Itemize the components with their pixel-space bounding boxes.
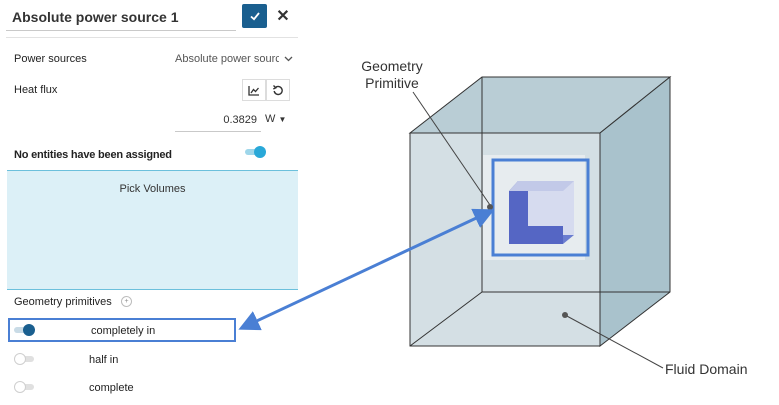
fluid-domain-annotation: Fluid Domain: [665, 361, 748, 377]
power-sources-select[interactable]: Absolute power source: [175, 50, 293, 68]
option-toggle-off[interactable]: [14, 381, 36, 393]
chart-button[interactable]: [242, 79, 266, 101]
heat-flux-label: Heat flux: [14, 84, 58, 96]
power-sources-value: Absolute power source: [175, 53, 279, 65]
geometry-primitive-annotation: Geometry Primitive: [361, 58, 423, 91]
pick-volumes-label: Pick Volumes: [119, 183, 186, 195]
assignment-toggle[interactable]: [245, 146, 267, 158]
chevron-down-icon: [284, 56, 293, 62]
settings-panel: ✕ Power sources Absolute power source He…: [0, 0, 305, 405]
toggle-knob: [254, 146, 266, 158]
leader-dot: [487, 204, 493, 210]
option-label: completely in: [91, 325, 156, 337]
power-sources-label: Power sources: [14, 53, 87, 65]
option-completely-in[interactable]: completely in: [8, 318, 236, 342]
fluid-domain-leader-line: [564, 314, 664, 369]
reset-button[interactable]: [266, 79, 290, 101]
geometry-primitive-box: [483, 155, 590, 260]
geometry-primitive-leader-line: [412, 91, 491, 206]
assignment-status: No entities have been assigned: [14, 149, 172, 161]
unit-label: W: [265, 113, 276, 125]
option-half-in[interactable]: half in: [8, 348, 236, 372]
option-complete[interactable]: complete: [8, 376, 236, 400]
option-label: complete: [89, 382, 134, 394]
close-button[interactable]: ✕: [271, 4, 295, 28]
geometry-primitives-label: Geometry primitives: [14, 296, 112, 308]
chart-icon: [248, 85, 259, 96]
option-toggle-on[interactable]: [14, 324, 36, 336]
heat-flux-input[interactable]: 0.3829: [175, 110, 261, 132]
title-row: ✕: [0, 0, 305, 34]
undo-icon: [272, 85, 283, 96]
pick-volumes-area[interactable]: Pick Volumes: [7, 170, 298, 290]
option-label: half in: [89, 354, 119, 366]
divider: [6, 37, 298, 38]
close-icon: ✕: [276, 8, 290, 25]
fluid-domain-cube: [408, 75, 672, 348]
confirm-button[interactable]: [242, 4, 267, 28]
unit-select[interactable]: W ▼: [265, 113, 286, 125]
info-icon[interactable]: +: [121, 296, 132, 307]
check-icon: [249, 12, 260, 21]
caret-down-icon: ▼: [278, 115, 287, 124]
option-toggle-off[interactable]: [14, 353, 36, 365]
source-name-input[interactable]: [6, 3, 236, 31]
leader-dot: [562, 312, 568, 318]
